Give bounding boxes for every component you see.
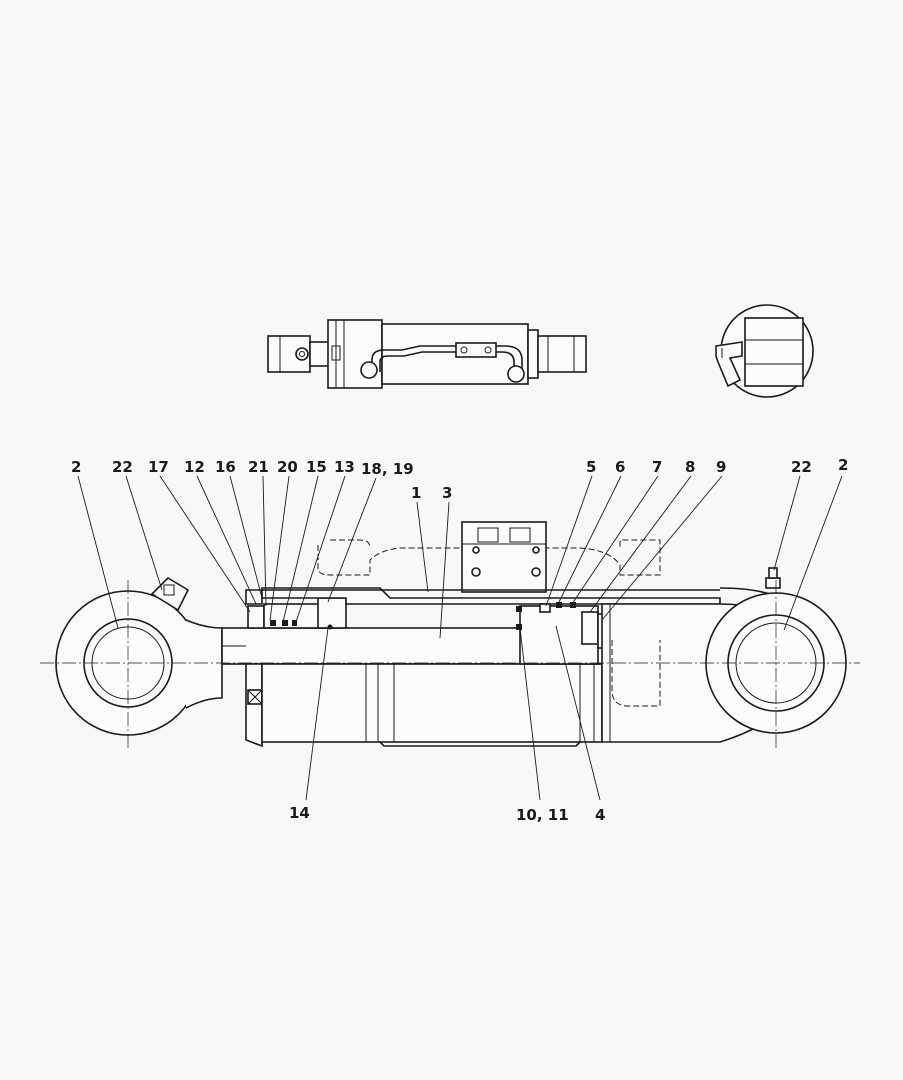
callout-17: 17 (148, 458, 169, 476)
callout-1: 1 (411, 484, 421, 502)
callout-20: 20 (277, 458, 298, 476)
callout-4: 4 (595, 806, 605, 824)
callout-22-right: 22 (791, 458, 812, 476)
callout-15: 15 (306, 458, 327, 476)
top-assembly-view (267, 319, 587, 389)
callout-7: 7 (652, 458, 662, 476)
callout-labels: 2 22 17 12 16 21 20 15 13 18, 19 1 3 5 6… (71, 456, 848, 824)
callout-2-left: 2 (71, 458, 81, 476)
callout-16: 16 (215, 458, 236, 476)
callout-18-19: 18, 19 (361, 460, 414, 478)
callout-6: 6 (615, 458, 625, 476)
main-section-view (40, 521, 860, 748)
callout-2-right: 2 (838, 456, 848, 474)
callout-14: 14 (289, 804, 310, 822)
callout-9: 9 (716, 458, 726, 476)
callout-12: 12 (184, 458, 205, 476)
leader-lines (77, 475, 843, 801)
callout-5: 5 (586, 458, 596, 476)
end-view (715, 304, 814, 398)
callout-3: 3 (442, 484, 452, 502)
callout-8: 8 (685, 458, 695, 476)
callout-22-left: 22 (112, 458, 133, 476)
callout-21: 21 (248, 458, 269, 476)
callout-13: 13 (334, 458, 355, 476)
callout-10-11: 10, 11 (516, 806, 569, 824)
